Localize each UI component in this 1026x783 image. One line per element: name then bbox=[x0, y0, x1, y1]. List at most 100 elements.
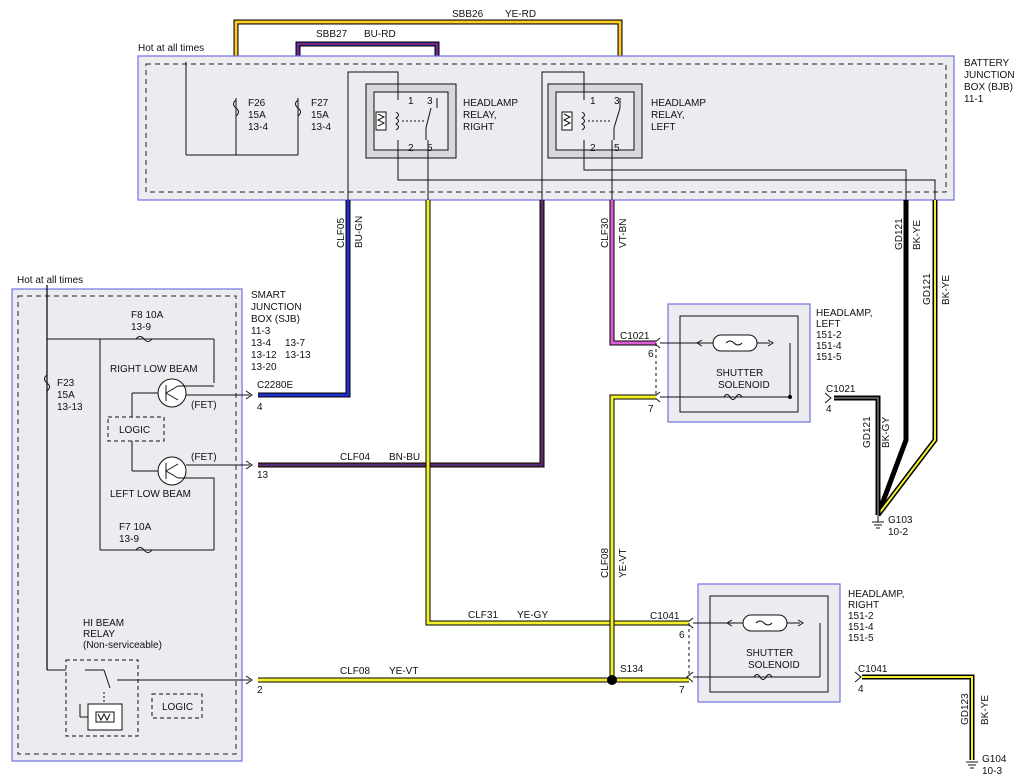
svg-text:RIGHT: RIGHT bbox=[848, 600, 879, 611]
headlamp-right-title: HEADLAMP, RIGHT 151-2 151-4 151-5 bbox=[848, 589, 905, 644]
sbb27-code: SBB27 bbox=[316, 29, 348, 40]
clf30-color: VT-BN bbox=[618, 219, 629, 248]
hi-beam-relay-label: HI BEAM bbox=[83, 618, 124, 629]
svg-text:13-4: 13-4 bbox=[311, 122, 331, 133]
logic-label: LOGIC bbox=[119, 425, 150, 436]
relay-right-label: HEADLAMP bbox=[463, 98, 518, 109]
gd121-code-mid: GD121 bbox=[922, 273, 933, 305]
fuse-f27 bbox=[295, 98, 301, 155]
svg-text:4: 4 bbox=[858, 684, 864, 695]
svg-text:151-4: 151-4 bbox=[848, 622, 874, 633]
f7-label: F7 10A bbox=[119, 522, 152, 533]
headlamp-relay-right bbox=[365, 83, 457, 159]
gd121-code-lower: GD121 bbox=[862, 416, 873, 448]
gd121-code-top: GD121 bbox=[894, 218, 905, 250]
c1041-top: C1041 bbox=[650, 611, 680, 622]
f26-label: F26 bbox=[248, 98, 266, 109]
svg-text:2: 2 bbox=[590, 143, 596, 154]
fet-left-label: (FET) bbox=[191, 452, 217, 463]
wire-gd121-bjb bbox=[875, 200, 938, 517]
sjb-internal-wiring bbox=[44, 285, 250, 737]
clf05-color: BU-GN bbox=[354, 216, 365, 248]
svg-text:2: 2 bbox=[257, 685, 263, 696]
svg-text:3: 3 bbox=[614, 96, 620, 107]
svg-text:4: 4 bbox=[826, 404, 832, 415]
g103-label: G103 bbox=[888, 515, 913, 526]
sbb27-color: BU-RD bbox=[364, 29, 396, 40]
svg-text:BATTERY: BATTERY bbox=[964, 58, 1010, 69]
svg-text:RIGHT: RIGHT bbox=[463, 122, 494, 133]
svg-text:3: 3 bbox=[427, 96, 433, 107]
sbb26-code: SBB26 bbox=[452, 9, 484, 20]
svg-text:13-13: 13-13 bbox=[57, 402, 83, 413]
bk-ye-color-mid: BK-YE bbox=[941, 275, 952, 305]
f27-label: F27 bbox=[311, 98, 329, 109]
svg-text:4: 4 bbox=[257, 402, 263, 413]
gd123-color: BK-YE bbox=[980, 695, 991, 725]
svg-text:151-5: 151-5 bbox=[816, 352, 842, 363]
ground-g103 bbox=[872, 515, 884, 529]
wire-clf31 bbox=[425, 200, 689, 626]
svg-text:13-9: 13-9 bbox=[119, 534, 139, 545]
svg-text:11-3: 11-3 bbox=[251, 326, 271, 337]
fet-right-label: (FET) bbox=[191, 400, 217, 411]
wire-clf04 bbox=[258, 200, 545, 468]
svg-text:151-5: 151-5 bbox=[848, 633, 874, 644]
svg-text:JUNCTION: JUNCTION bbox=[251, 302, 302, 313]
shutter-solenoid-right: SHUTTER bbox=[746, 648, 793, 659]
sjb-title: SMART JUNCTION BOX (SJB) 11-3 13-4 13-12… bbox=[251, 290, 311, 373]
headlamp-relay-left bbox=[547, 83, 643, 159]
c1041-right: C1041 bbox=[858, 664, 888, 675]
svg-text:LEFT: LEFT bbox=[651, 122, 675, 133]
wire-clf30 bbox=[609, 200, 656, 346]
fuse-f26 bbox=[185, 62, 298, 156]
svg-text:SMART: SMART bbox=[251, 290, 286, 301]
svg-text:13-4: 13-4 bbox=[248, 122, 268, 133]
clf08-code-vertical: CLF08 bbox=[600, 548, 611, 578]
svg-text:11-1: 11-1 bbox=[964, 94, 984, 105]
clf08-code: CLF08 bbox=[340, 666, 370, 677]
right-low-beam-label: RIGHT LOW BEAM bbox=[110, 364, 198, 375]
svg-text:BOX (SJB): BOX (SJB) bbox=[251, 314, 300, 325]
bk-gy-color: BK-GY bbox=[881, 417, 892, 448]
svg-text:HEADLAMP,: HEADLAMP, bbox=[848, 589, 905, 600]
f23-label: F23 bbox=[57, 378, 75, 389]
svg-text:1: 1 bbox=[408, 96, 414, 107]
hot-at-all-times-sjb: Hot at all times bbox=[17, 275, 83, 286]
svg-text:13-12: 13-12 bbox=[251, 350, 277, 361]
clf05-code: CLF05 bbox=[336, 218, 347, 248]
sbb26-color: YE-RD bbox=[505, 9, 536, 20]
svg-text:LEFT: LEFT bbox=[816, 319, 840, 330]
svg-text:6: 6 bbox=[679, 630, 685, 641]
clf31-code: CLF31 bbox=[468, 610, 498, 621]
svg-text:151-4: 151-4 bbox=[816, 341, 842, 352]
bjb-internal-wiring bbox=[347, 71, 936, 200]
svg-text:SOLENOID: SOLENOID bbox=[718, 380, 770, 391]
svg-text:HEADLAMP,: HEADLAMP, bbox=[816, 308, 873, 319]
svg-text:2: 2 bbox=[408, 143, 414, 154]
clf08-color: YE-VT bbox=[389, 666, 418, 677]
c1021-top: C1021 bbox=[620, 331, 650, 342]
svg-text:7: 7 bbox=[648, 404, 654, 415]
bjb-title: BATTERY JUNCTION BOX (BJB) 11-1 bbox=[964, 58, 1015, 105]
svg-text:13-13: 13-13 bbox=[285, 350, 311, 361]
clf30-code: CLF30 bbox=[600, 218, 611, 248]
gd123-code: GD123 bbox=[960, 693, 971, 725]
g104-label: G104 bbox=[982, 754, 1007, 765]
svg-text:15A: 15A bbox=[311, 110, 329, 121]
svg-text:5: 5 bbox=[614, 143, 620, 154]
svg-text:13-7: 13-7 bbox=[285, 338, 305, 349]
svg-text:13-4: 13-4 bbox=[251, 338, 271, 349]
headlamp-left-title: HEADLAMP, LEFT 151-2 151-4 151-5 bbox=[816, 308, 873, 363]
svg-text:5: 5 bbox=[427, 143, 433, 154]
svg-text:15A: 15A bbox=[248, 110, 266, 121]
bk-ye-color-top: BK-YE bbox=[912, 220, 923, 250]
svg-text:RELAY,: RELAY, bbox=[463, 110, 497, 121]
headlamp-right bbox=[688, 583, 841, 703]
splice-s134 bbox=[607, 675, 617, 685]
svg-text:10-3: 10-3 bbox=[982, 766, 1002, 777]
wire-clf08 bbox=[258, 394, 689, 683]
wire-clf05 bbox=[258, 200, 351, 398]
shutter-solenoid-left: SHUTTER bbox=[716, 368, 763, 379]
